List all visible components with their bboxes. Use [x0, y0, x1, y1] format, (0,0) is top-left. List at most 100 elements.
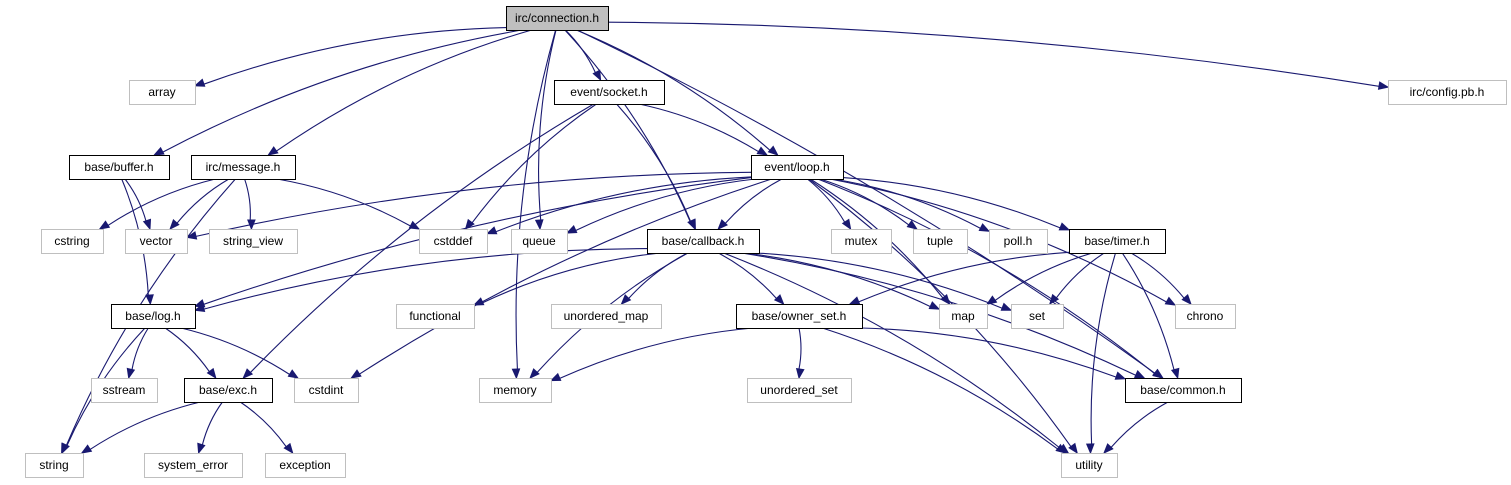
edge-line: [638, 103, 759, 153]
edge-line: [195, 171, 752, 237]
arrowhead-icon: [242, 368, 254, 379]
edge-line: [559, 327, 753, 379]
node-label: sstream: [103, 383, 146, 397]
edge-connection-to-common: [576, 29, 1164, 379]
edge-layer: [61, 21, 1390, 455]
node-box: [647, 229, 760, 254]
edge-log-to-sstream: [126, 327, 149, 380]
node-timer[interactable]: base/timer.h: [1069, 229, 1166, 254]
edge-connection-to-queue: [534, 29, 557, 231]
node-log[interactable]: base/log.h: [111, 304, 196, 329]
node-common[interactable]: base/common.h: [1125, 378, 1242, 403]
edge-common-to-utility: [1103, 401, 1169, 454]
edge-line: [616, 103, 692, 222]
edge-owner-set-to-memory: [549, 327, 753, 382]
node-label: event/socket.h: [570, 85, 647, 99]
edge-line: [203, 248, 648, 310]
arrowhead-icon: [1103, 443, 1114, 454]
edge-line: [482, 252, 661, 304]
node-unordered-map: unordered_map: [551, 304, 662, 329]
arrowhead-icon: [511, 368, 521, 380]
edge-line: [164, 327, 210, 373]
edge-owner-set-to-unordered-set: [795, 327, 805, 380]
node-box: [554, 80, 665, 105]
edge-line: [107, 178, 216, 226]
node-exc[interactable]: base/exc.h: [184, 378, 273, 403]
node-buffer[interactable]: base/buffer.h: [69, 155, 170, 180]
edge-callback-to-functional: [472, 252, 661, 306]
node-connection[interactable]: irc/connection.h: [506, 6, 609, 31]
node-vector: vector: [125, 229, 188, 254]
node-label: base/common.h: [1140, 383, 1225, 397]
node-utility: utility: [1061, 453, 1118, 478]
arrowhead-icon: [620, 294, 632, 305]
arrowhead-icon: [185, 231, 198, 240]
edge-line: [718, 252, 777, 299]
edge-callback-to-set: [756, 252, 1013, 311]
node-config: irc/config.pb.h: [1388, 80, 1507, 105]
edge-line: [820, 178, 910, 226]
edge-exc-to-string: [80, 401, 201, 454]
node-box: [1069, 229, 1166, 254]
edge-line: [162, 29, 522, 153]
node-label: base/owner_set.h: [752, 309, 847, 323]
node-socket[interactable]: event/socket.h: [554, 80, 665, 105]
arrowhead-icon: [169, 219, 180, 231]
edge-log-to-exc: [164, 327, 217, 380]
arrowhead-icon: [61, 442, 70, 455]
node-box: [91, 378, 158, 403]
edge-message-to-cstddef: [277, 178, 421, 230]
node-box: [191, 155, 296, 180]
edge-connection-to-callback: [564, 29, 696, 231]
edge-line: [277, 178, 411, 227]
node-message[interactable]: irc/message.h: [191, 155, 296, 180]
arrowhead-icon: [529, 368, 540, 379]
edge-loop-to-timer: [842, 177, 1071, 231]
node-set: set: [1011, 304, 1064, 329]
node-queue: queue: [511, 229, 568, 254]
arrowhead-icon: [153, 146, 165, 156]
arrowhead-icon: [408, 220, 421, 230]
arrowhead-icon: [906, 219, 918, 230]
edge-callback-to-unordered-map: [620, 252, 688, 305]
edge-loop-to-queue: [565, 178, 756, 234]
edge-socket-to-callback: [616, 103, 696, 231]
edge-line: [576, 29, 771, 151]
arrowhead-icon: [1152, 368, 1164, 379]
edge-line: [1090, 252, 1117, 445]
node-poll: poll.h: [989, 229, 1048, 254]
node-label: string_view: [223, 234, 283, 248]
arrowhead-icon: [145, 294, 154, 306]
node-owner-set[interactable]: base/owner_set.h: [736, 304, 863, 329]
edge-loop-to-mutex: [807, 178, 852, 231]
node-box: [989, 229, 1048, 254]
arrowhead-icon: [197, 442, 206, 455]
edge-line: [1121, 252, 1175, 370]
arrowhead-icon: [1181, 294, 1192, 306]
edge-line: [244, 178, 251, 221]
node-label: utility: [1075, 458, 1102, 472]
edge-loop-to-common: [817, 178, 1164, 379]
node-label: queue: [522, 234, 556, 248]
edge-line: [89, 401, 201, 450]
edge-line: [723, 252, 1061, 449]
node-box: [1388, 80, 1507, 105]
node-loop[interactable]: event/loop.h: [751, 155, 844, 180]
arrowhead-icon: [206, 367, 217, 380]
node-label: cstring: [54, 234, 89, 248]
node-box: [396, 304, 475, 329]
node-label: functional: [409, 309, 460, 323]
node-box: [294, 378, 359, 403]
node-callback[interactable]: base/callback.h: [647, 229, 760, 254]
arrowhead-icon: [193, 303, 206, 312]
node-label: tuple: [927, 234, 953, 248]
arrowhead-icon: [534, 219, 544, 231]
node-box: [506, 6, 609, 31]
node-box: [111, 304, 196, 329]
arrowhead-icon: [267, 146, 279, 156]
edge-connection-to-config: [607, 21, 1390, 90]
node-cstring: cstring: [41, 229, 104, 254]
edge-callback-to-map: [744, 252, 941, 310]
arrowhead-icon: [283, 442, 294, 455]
